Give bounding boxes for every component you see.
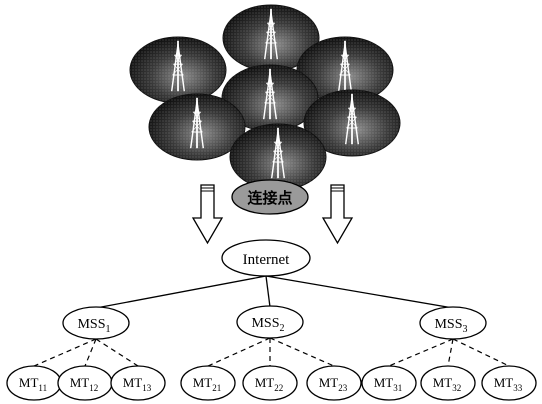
mss-label: MSS1 [77, 317, 110, 335]
mt-node: MT11 [6, 365, 62, 401]
down-arrow-icon [191, 184, 224, 245]
terminal-links [207, 337, 335, 367]
cell-tower [129, 36, 227, 104]
cell-tower [148, 93, 246, 161]
cell-tower [221, 64, 319, 132]
connection-point-node: 连接点 [231, 179, 309, 215]
cell-tower [296, 36, 394, 104]
mt-node: MT33 [481, 365, 537, 401]
mt-label: MT33 [494, 375, 523, 393]
mss-label: MSS2 [251, 316, 284, 334]
mt-node: MT23 [306, 365, 362, 401]
cell-tower [229, 123, 327, 191]
connection-point-label: 连接点 [247, 189, 292, 207]
mt-label: MT12 [70, 375, 99, 393]
mt-label: MT32 [433, 375, 462, 393]
mt-label: MT23 [319, 375, 348, 393]
mt-node: MT12 [57, 365, 113, 401]
terminal-links [33, 338, 139, 367]
mt-node: MT13 [110, 365, 166, 401]
mt-label: MT11 [19, 375, 47, 393]
mss-node: MSS3 [388, 306, 510, 367]
mt-node: MT21 [180, 365, 236, 401]
mt-label: MT31 [374, 375, 403, 393]
backbone-links [95, 275, 454, 309]
internet-label: Internet [243, 252, 290, 268]
mt-label: MT22 [255, 375, 284, 393]
cellular-cluster [129, 4, 401, 191]
terminal-links [388, 338, 510, 367]
mss-node: MSS1 [33, 306, 139, 367]
mt-node: MT31 [361, 365, 417, 401]
internet-node: Internet [221, 239, 311, 277]
mt-node: MT22 [242, 365, 298, 401]
mss-label: MSS3 [434, 317, 467, 335]
mt-label: MT21 [193, 375, 222, 393]
mss-node: MSS2 [207, 305, 335, 367]
down-arrow-icon [321, 184, 354, 245]
cell-tower [222, 4, 320, 72]
mt-label: MT13 [123, 375, 152, 393]
mt-node: MT32 [420, 365, 476, 401]
cell-tower [303, 89, 401, 157]
